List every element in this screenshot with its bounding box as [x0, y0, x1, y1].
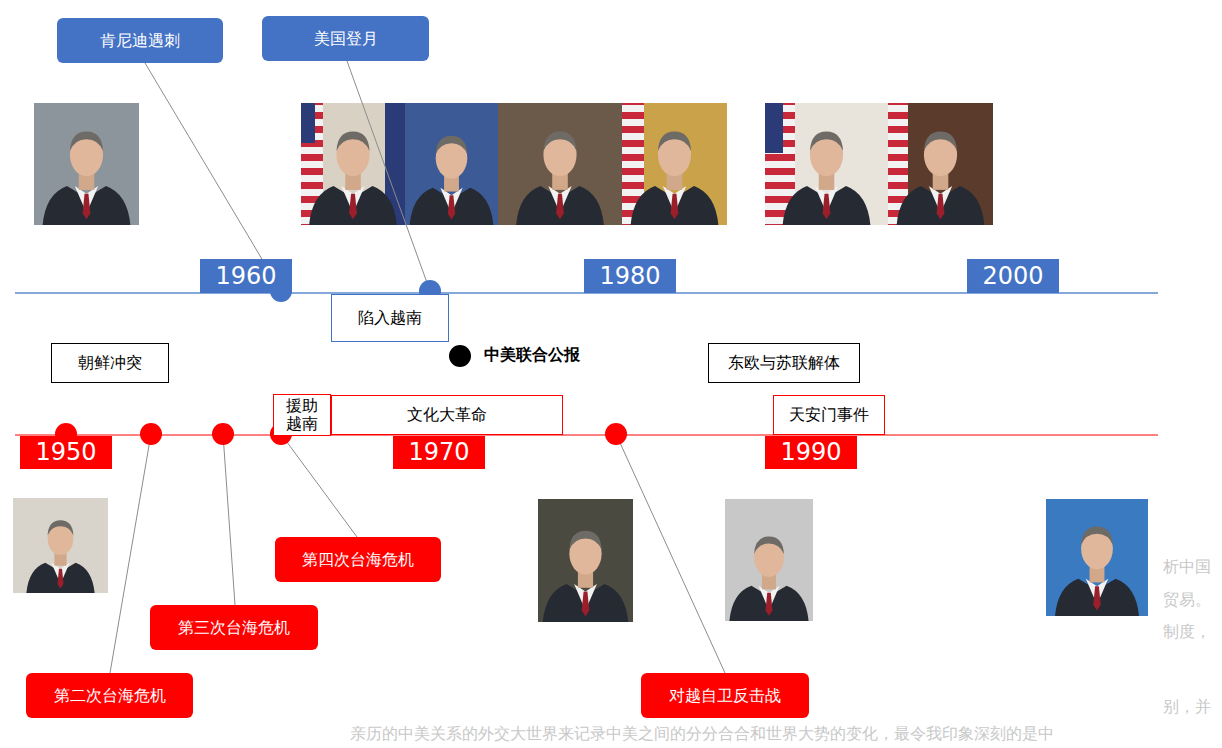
portrait-figure	[631, 131, 719, 225]
callout-box: 对越自卫反击战	[641, 673, 809, 718]
portrait-figure	[783, 131, 871, 225]
callout-box: 肯尼迪遇刺	[57, 18, 223, 63]
portrait-photo	[301, 103, 405, 225]
event-box: 天安门事件	[773, 395, 885, 435]
portrait-photo	[538, 499, 633, 622]
leader-line	[223, 434, 235, 605]
photo-ground	[498, 103, 622, 225]
photo-ground	[765, 103, 888, 225]
background-text: 贸易。	[1163, 590, 1211, 610]
background-text: 制度，	[1163, 622, 1211, 642]
node-text: 朝鲜冲突	[78, 353, 142, 372]
event-dot	[140, 423, 162, 445]
flag-canton	[301, 103, 315, 143]
leader-line	[145, 63, 281, 291]
callout-box: 第二次台海危机	[26, 673, 193, 718]
background-text: 别，并	[1163, 697, 1211, 717]
node-text: 援助 越南	[280, 397, 324, 432]
leader-line	[281, 434, 357, 537]
event-box: 东欧与苏联解体	[708, 343, 860, 383]
node-text: 1970	[408, 438, 469, 467]
portrait-figure	[309, 131, 397, 225]
event-dot	[605, 423, 627, 445]
leader-line	[616, 434, 725, 673]
event-box: 援助 越南	[273, 394, 331, 436]
flag-canton	[765, 103, 783, 153]
year-box: 1990	[765, 436, 857, 469]
leader-line	[347, 61, 430, 291]
event-dot	[212, 423, 234, 445]
node-text: 1990	[780, 438, 841, 467]
photo-ground	[34, 103, 139, 225]
portrait-photo	[725, 499, 813, 621]
year-box: 1960	[200, 259, 292, 293]
callout-box: 第三次台海危机	[150, 605, 318, 650]
event-box: 朝鲜冲突	[51, 343, 169, 383]
photo-ground	[405, 103, 498, 225]
event-box: 陷入越南	[331, 294, 449, 342]
year-box: 1980	[584, 259, 676, 293]
photo-ground	[538, 499, 633, 622]
portrait-photo	[34, 103, 139, 225]
node-text: 1960	[215, 262, 276, 291]
portrait-figure	[1055, 526, 1139, 616]
year-box: 1970	[393, 436, 485, 469]
node-text: 对越自卫反击战	[669, 686, 781, 705]
node-text: 文化大革命	[407, 405, 487, 424]
node-text: 陷入越南	[358, 308, 422, 327]
node-text: 肯尼迪遇刺	[100, 31, 180, 50]
leader-line	[110, 434, 151, 673]
node-text: 美国登月	[314, 29, 378, 48]
portrait-figure	[43, 131, 131, 225]
node-text: 第四次台海危机	[302, 550, 414, 569]
period-box: 文化大革命	[331, 395, 563, 435]
node-text: 1950	[35, 438, 96, 467]
background-text: 析中国	[1163, 557, 1211, 577]
photo-ground	[1046, 499, 1148, 616]
node-text: 天安门事件	[789, 405, 869, 424]
node-text: 2000	[982, 262, 1043, 291]
portrait-photo	[498, 103, 622, 225]
photo-ground	[13, 498, 108, 593]
china-timeline	[15, 435, 1158, 436]
portrait-figure	[516, 131, 604, 225]
node-text: 第二次台海危机	[54, 686, 166, 705]
event-label: 中美联合公报	[484, 345, 580, 365]
portrait-photo	[765, 103, 888, 225]
node-text: 1980	[599, 262, 660, 291]
photo-ground	[622, 103, 727, 225]
year-box: 1950	[20, 436, 112, 469]
photo-ground	[725, 499, 813, 621]
portrait-figure	[410, 136, 494, 225]
portrait-photo	[13, 498, 108, 593]
photo-ground	[888, 103, 993, 225]
callout-box: 美国登月	[262, 16, 429, 61]
background-text: 亲历的中美关系的外交大世界来记录中美之间的分分合合和世界大势的变化，最令我印象深…	[350, 724, 1054, 744]
portrait-figure	[897, 131, 985, 225]
year-box: 2000	[967, 259, 1059, 293]
portrait-figure	[26, 520, 94, 593]
portrait-figure	[729, 537, 808, 621]
node-text: 东欧与苏联解体	[728, 353, 840, 372]
portrait-figure	[543, 531, 629, 622]
portrait-photo	[1046, 499, 1148, 616]
callout-box: 第四次台海危机	[275, 537, 441, 582]
portrait-photo	[622, 103, 727, 225]
photo-ground	[301, 103, 405, 225]
node-text: 第三次台海危机	[178, 618, 290, 637]
portrait-photo	[888, 103, 993, 225]
event-dot	[449, 345, 471, 367]
portrait-photo	[405, 103, 498, 225]
